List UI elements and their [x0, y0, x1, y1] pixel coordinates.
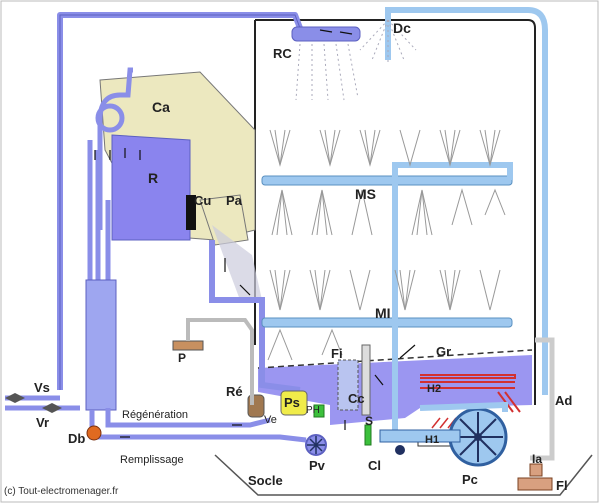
label-rc: RC — [273, 46, 292, 61]
label-fl: Fl — [556, 478, 568, 493]
label-socle: Socle — [248, 473, 283, 488]
label-ms: MS — [355, 186, 376, 202]
ms-supply-pipe — [392, 162, 513, 360]
label-mi: MI — [375, 305, 391, 321]
condenser-rc — [291, 26, 361, 42]
label-pa: Pa — [226, 193, 243, 208]
rc-spray — [295, 43, 359, 101]
label-gr: Gr — [436, 344, 451, 359]
valve-cl — [395, 445, 405, 455]
filter-fi — [337, 359, 359, 411]
feed-block — [85, 279, 117, 411]
label-ia: Ia — [532, 452, 542, 466]
label-db: Db — [68, 431, 85, 446]
label-vs: Vs — [34, 380, 50, 395]
pv-impeller-icon — [307, 436, 325, 454]
cu-connector — [186, 195, 196, 230]
label-ps: Ps — [284, 395, 300, 410]
valve-ia — [529, 463, 543, 477]
tub-wall — [255, 19, 536, 405]
label-h1: H1 — [425, 434, 439, 446]
spray-arm-mi — [261, 317, 513, 328]
label-regeneration: Régénération — [122, 409, 188, 421]
label-re: Ré — [226, 384, 243, 399]
label-h2: H2 — [427, 383, 441, 395]
label-pv: Pv — [309, 458, 326, 473]
regeneration-pipe — [105, 408, 271, 428]
sump-pump-pipe — [379, 429, 461, 443]
label-r: R — [148, 170, 158, 186]
credit-text: (c) Tout-electromenager.fr — [4, 486, 119, 497]
drain-hose-ad — [530, 337, 555, 461]
top-supply-pipe-edge — [59, 14, 301, 390]
pa-element — [199, 194, 249, 246]
label-p: P — [178, 351, 186, 365]
flow-meter-fl — [517, 477, 553, 491]
socle-outline — [214, 454, 593, 496]
pressostat-p — [172, 340, 204, 351]
p-tube — [186, 318, 254, 405]
label-vr: Vr — [36, 415, 49, 430]
pump-return-pipe — [419, 401, 508, 412]
filter-grid — [257, 349, 533, 369]
remplissage-pipe — [89, 410, 307, 443]
label-ve: Ve — [264, 414, 277, 426]
pc-hub — [474, 433, 482, 441]
label-dc: Dc — [393, 20, 411, 36]
sensor-ph — [313, 404, 325, 418]
pa-plume — [212, 225, 262, 300]
valve-db — [86, 425, 102, 441]
dc-pipe — [385, 7, 548, 395]
flow-arrows — [94, 29, 416, 438]
label-ca: Ca — [152, 99, 170, 115]
spray-fans — [267, 129, 506, 361]
label-ad: Ad — [555, 393, 572, 408]
label-pc: Pc — [462, 472, 478, 487]
label-cu: Cu — [194, 193, 211, 208]
label-cc: Cc — [348, 391, 365, 406]
cc-column — [361, 344, 371, 416]
dc-spray — [359, 19, 417, 62]
label-fi: Fi — [331, 346, 343, 361]
resin-chamber-r — [111, 134, 191, 241]
sensor-s — [364, 424, 372, 446]
inlet-valve-icons — [5, 393, 62, 413]
heater-h2 — [420, 374, 521, 413]
hook-loop — [95, 103, 125, 133]
pressostat-ps — [280, 390, 308, 416]
label-s: S — [365, 414, 373, 428]
r-to-sump-pipe — [209, 240, 301, 393]
spray-arm-ms — [261, 175, 513, 186]
label-cl: Cl — [368, 458, 381, 473]
label-ph: PH — [306, 405, 320, 416]
label-remplissage: Remplissage — [120, 454, 184, 466]
